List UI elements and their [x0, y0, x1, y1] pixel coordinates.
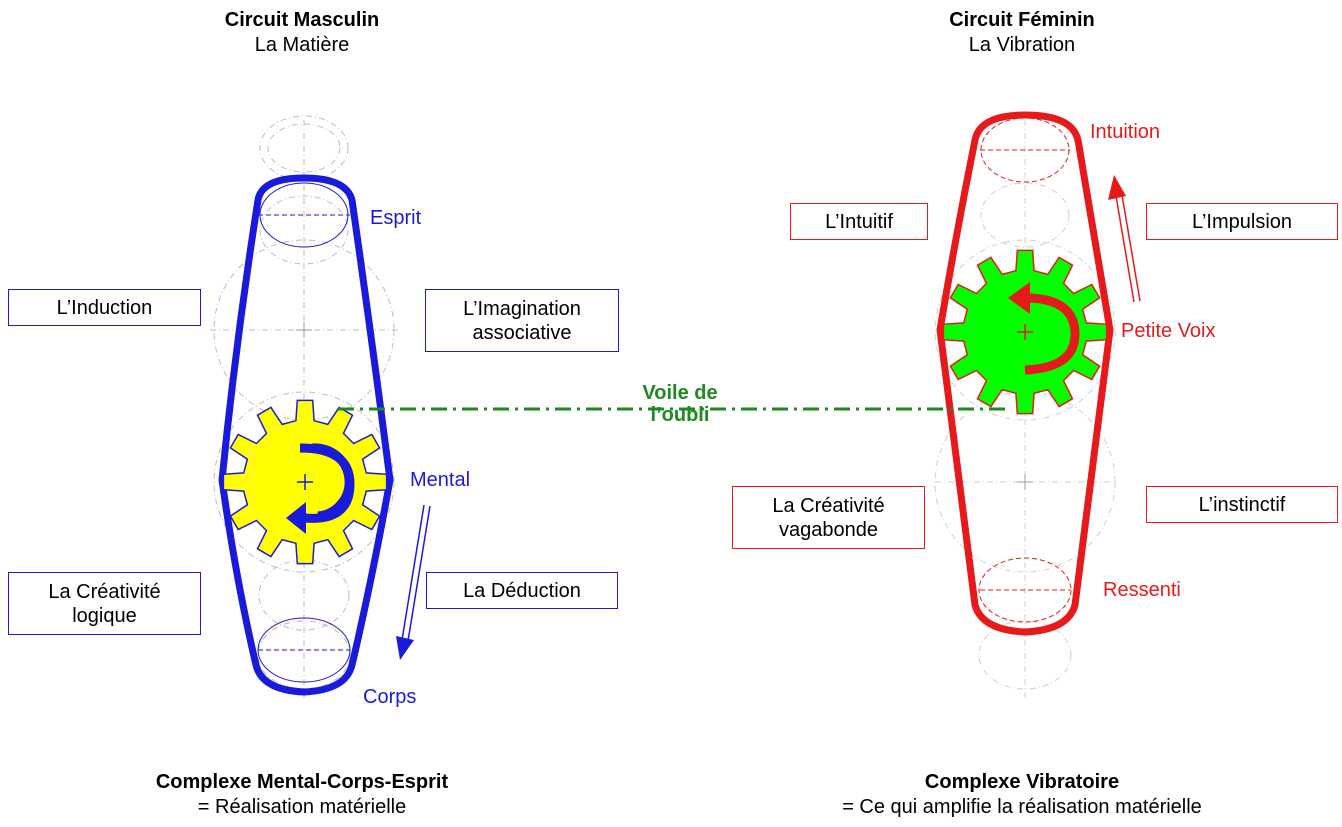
box-intuitif: L’Intuitif — [790, 203, 928, 240]
masculine-center-cross — [296, 322, 312, 338]
box-imagination-associative: L’Imagination associative — [425, 289, 619, 352]
label-esprit: Esprit — [370, 207, 422, 229]
masculine-circuit-outline — [218, 174, 394, 696]
counterclockwise-arrow-icon — [1008, 282, 1080, 375]
label-mental: Mental — [410, 469, 471, 491]
double-arrow-down-icon — [396, 504, 431, 660]
feminine-footer-subtitle: = Ce qui amplifie la réalisation matérie… — [842, 796, 1202, 818]
masculine-ellipse-accents — [257, 182, 351, 683]
label-petite-voix: Petite Voix — [1121, 320, 1216, 342]
feminine-circuit-outline — [936, 111, 1114, 636]
box-deduction: La Déduction — [426, 572, 618, 609]
box-creativite-vagabonde: La Créativité vagabonde — [732, 486, 925, 549]
box-impulsion: L’Impulsion — [1146, 203, 1338, 240]
box-creativite-logique: La Créativité logique — [8, 572, 201, 635]
masculine-footer-title: Complexe Mental-Corps-Esprit — [155, 771, 449, 793]
masculine-subtitle: La Matière — [254, 34, 350, 56]
label-corps: Corps — [363, 686, 417, 708]
voile-label: Voile de l’oubli — [642, 382, 718, 426]
feminine-title: Circuit Féminin — [949, 9, 1095, 31]
label-intuition: Intuition — [1090, 121, 1161, 143]
box-instinctif: L’instinctif — [1146, 486, 1338, 523]
feminine-center-cross — [1017, 474, 1033, 490]
double-arrow-up-icon — [1108, 175, 1141, 303]
feminine-footer-title: Complexe Vibratoire — [924, 771, 1120, 793]
masculine-footer-subtitle: = Réalisation matérielle — [197, 796, 407, 818]
masculine-title: Circuit Masculin — [224, 9, 380, 31]
masculine-gear-cross — [297, 474, 313, 490]
counterclockwise-arrow-icon — [286, 443, 355, 534]
feminine-gear-cross — [1017, 324, 1033, 340]
box-induction: L’Induction — [8, 289, 201, 326]
label-ressenti: Ressenti — [1103, 579, 1181, 601]
feminine-subtitle: La Vibration — [968, 34, 1076, 56]
feminine-construction-lines — [934, 120, 1116, 700]
